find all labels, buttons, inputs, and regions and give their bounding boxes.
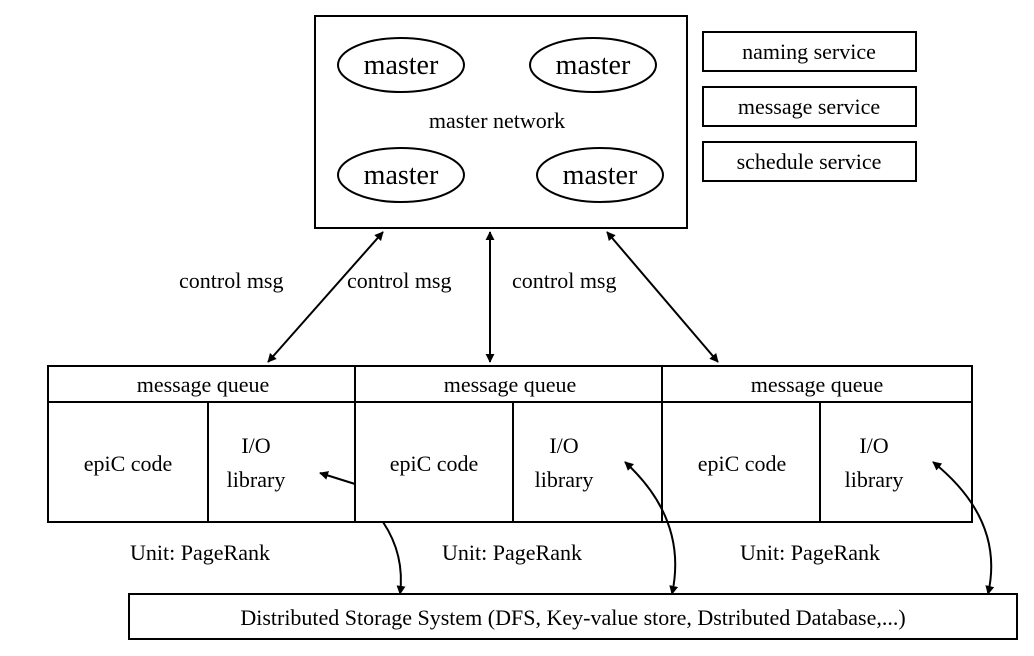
unit-2-io-line2: library — [535, 467, 594, 492]
io-exchange-arrow — [319, 471, 356, 485]
unit-3-code-label: epiC code — [698, 451, 787, 476]
unit-1-queue-label: message queue — [137, 372, 270, 397]
unit-1-box — [47, 365, 359, 523]
naming-service-box — [702, 31, 917, 72]
master-node-4 — [536, 147, 664, 203]
naming-service-label: naming service — [742, 39, 876, 64]
master-node-1 — [337, 37, 465, 93]
master-node-2 — [529, 37, 657, 93]
master-network: master master master master master netwo… — [314, 15, 688, 229]
master-label-1: master — [364, 50, 439, 81]
unit-1-caption: Unit: PageRank — [130, 540, 270, 565]
control-arrow-3 — [606, 231, 719, 363]
master-label-4: master — [563, 160, 638, 191]
unit-2-queue-label: message queue — [444, 372, 577, 397]
unit-2-box — [354, 365, 666, 523]
unit-3: message queue epiC code I/O library Unit… — [661, 365, 973, 565]
master-node-3 — [337, 147, 465, 203]
unit-1-io-line2: library — [227, 467, 286, 492]
unit-3-io-line2: library — [845, 467, 904, 492]
unit-3-io-storage-arrow — [932, 461, 995, 595]
unit-3-caption: Unit: PageRank — [740, 540, 880, 565]
unit-2-io-line1: I/O — [549, 433, 578, 458]
master-label-3: master — [364, 160, 439, 191]
storage-box — [128, 593, 1018, 640]
distributed-storage: Distributed Storage System (DFS, Key-val… — [128, 593, 1018, 640]
schedule-service-box — [702, 141, 917, 182]
control-arrow-1 — [267, 231, 384, 363]
unit-2-code-label: epiC code — [390, 451, 479, 476]
unit-2: message queue epiC code I/O library Unit… — [354, 365, 666, 565]
services: naming service message service schedule … — [702, 31, 917, 182]
unit-1: message queue epiC code I/O library Unit… — [47, 365, 359, 565]
unit-3-queue-label: message queue — [751, 372, 884, 397]
unit-3-box — [661, 365, 973, 523]
control-msg-label-2: control msg — [347, 268, 452, 293]
unit-2-io-storage-arrow — [624, 461, 679, 595]
control-arrows — [267, 231, 719, 363]
master-network-label: master network — [429, 108, 565, 133]
message-service-label: message service — [738, 94, 880, 119]
master-label-2: master — [556, 50, 631, 81]
unit-2-caption: Unit: PageRank — [442, 540, 582, 565]
unit-2-write-arrow — [382, 521, 406, 595]
unit-1-io-line1: I/O — [241, 433, 270, 458]
control-msg-label-3: control msg — [512, 268, 617, 293]
schedule-service-label: schedule service — [737, 149, 882, 174]
unit-1-code-label: epiC code — [84, 451, 173, 476]
storage-arrows — [319, 461, 995, 595]
control-msg-label-1: control msg — [179, 268, 284, 293]
storage-label: Distributed Storage System (DFS, Key-val… — [240, 605, 905, 630]
unit-3-io-line1: I/O — [859, 433, 888, 458]
message-service-box — [702, 86, 917, 127]
